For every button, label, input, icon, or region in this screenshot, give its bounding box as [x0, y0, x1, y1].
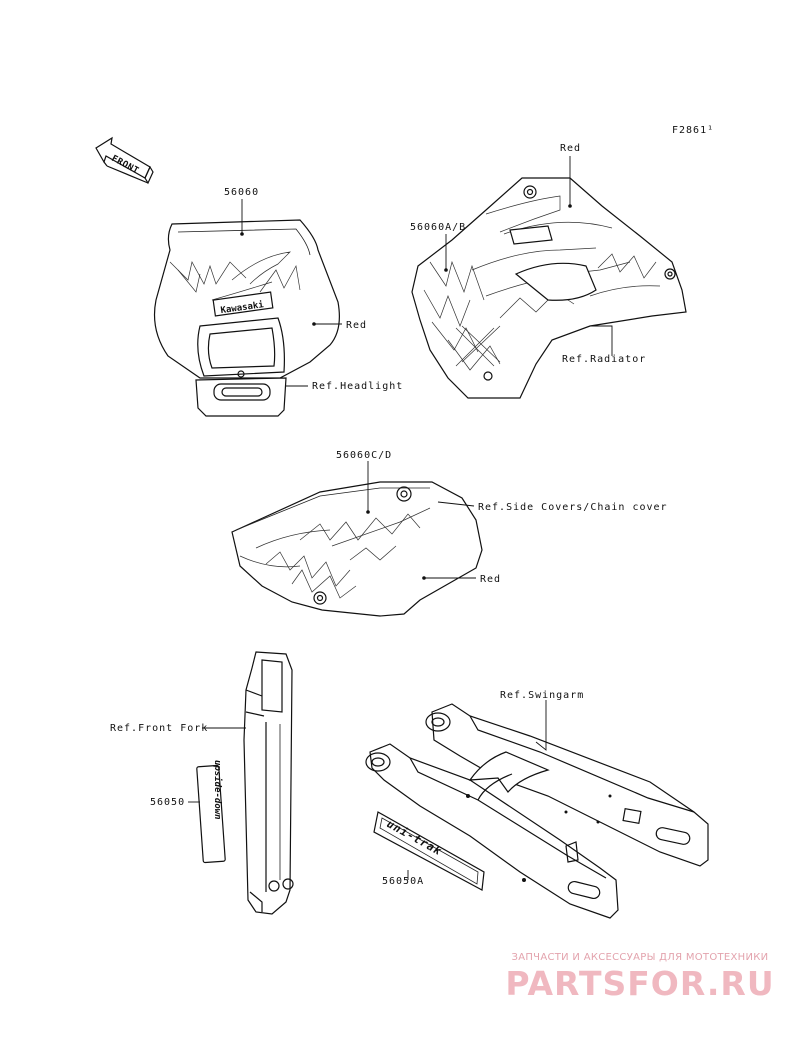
label-ref-radiator: Ref.Radiator — [562, 354, 646, 365]
front-fork-drawing: upside-down — [196, 651, 294, 915]
label-ref-swingarm: Ref.Swingarm — [500, 690, 584, 701]
radiator-shroud-drawing — [411, 177, 687, 399]
label-ref-side-covers: Ref.Side Covers/Chain cover — [478, 502, 668, 513]
label-ref-headlight: Ref.Headlight — [312, 381, 403, 392]
label-red-top: Red — [560, 143, 581, 154]
label-red-side: Red — [480, 574, 501, 585]
side-cover-drawing — [231, 481, 483, 617]
label-56060: 56060 — [224, 187, 259, 198]
diagram-code: F2861¹ — [672, 125, 714, 136]
headlight-plate-drawing: Kawasaki — [153, 219, 340, 417]
watermark-brand: PARTSFOR.RU — [505, 964, 775, 1003]
front-arrow-icon: FRONT — [95, 136, 154, 185]
leader-lines — [188, 156, 613, 880]
watermark-subtitle: ЗАПЧАСТИ И АКСЕССУАРЫ ДЛЯ МОТОТЕХНИКИ — [511, 952, 769, 963]
label-56060cd: 56060C/D — [336, 450, 392, 461]
label-red-headlight: Red — [346, 320, 367, 331]
label-ref-front-fork: Ref.Front Fork — [110, 723, 208, 734]
label-56050: 56050 — [150, 797, 185, 808]
label-56060ab: 56060A/B — [410, 222, 466, 233]
fork-decal-text: upside-down — [212, 760, 223, 820]
label-56050a: 56050A — [382, 876, 424, 887]
